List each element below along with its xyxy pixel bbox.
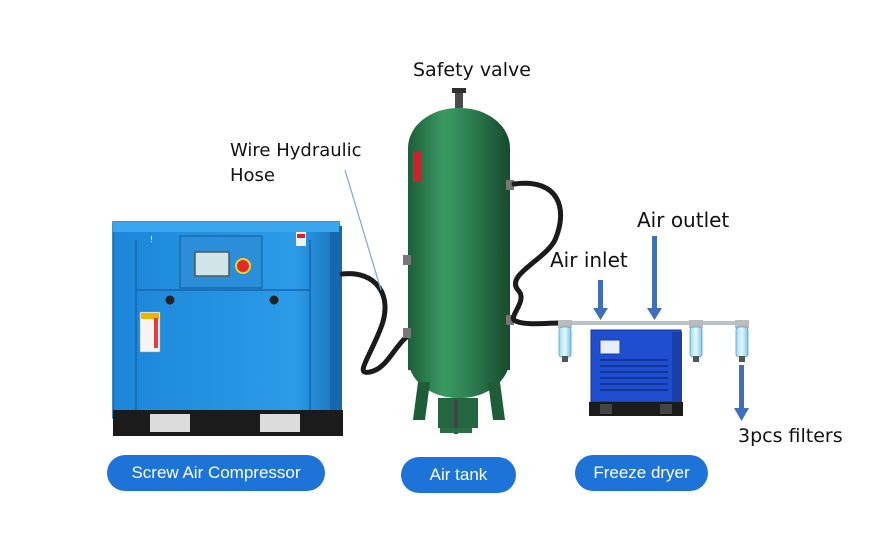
screw-air-compressor-button[interactable]: Screw Air Compressor <box>107 455 325 491</box>
air-outlet-arrow <box>647 236 662 320</box>
freeze-dryer <box>589 330 683 416</box>
freeze-dryer-button[interactable]: Freeze dryer <box>575 455 708 491</box>
warning-tag: ! <box>150 235 153 244</box>
filter-2 <box>689 320 703 362</box>
wire-hose-label-line2: Hose <box>230 164 275 188</box>
filter-1 <box>558 320 572 362</box>
air-tank-button[interactable]: Air tank <box>401 457 516 493</box>
filter-3 <box>735 320 749 362</box>
air-inlet-arrow <box>593 280 608 320</box>
wire-hose-label-line1: Wire Hydraulic <box>230 139 362 163</box>
safety-valve-label: Safety valve <box>413 58 531 82</box>
air-inlet-label: Air inlet <box>550 248 628 272</box>
wire-hydraulic-hose <box>342 274 416 373</box>
emergency-stop-button <box>236 259 250 273</box>
screw-air-compressor: ! <box>113 222 343 436</box>
air-tank <box>403 88 514 434</box>
display-screen <box>195 252 229 276</box>
filters-arrow <box>734 365 749 421</box>
air-outlet-label: Air outlet <box>637 208 729 232</box>
filters-label: 3pcs filters <box>738 424 843 448</box>
